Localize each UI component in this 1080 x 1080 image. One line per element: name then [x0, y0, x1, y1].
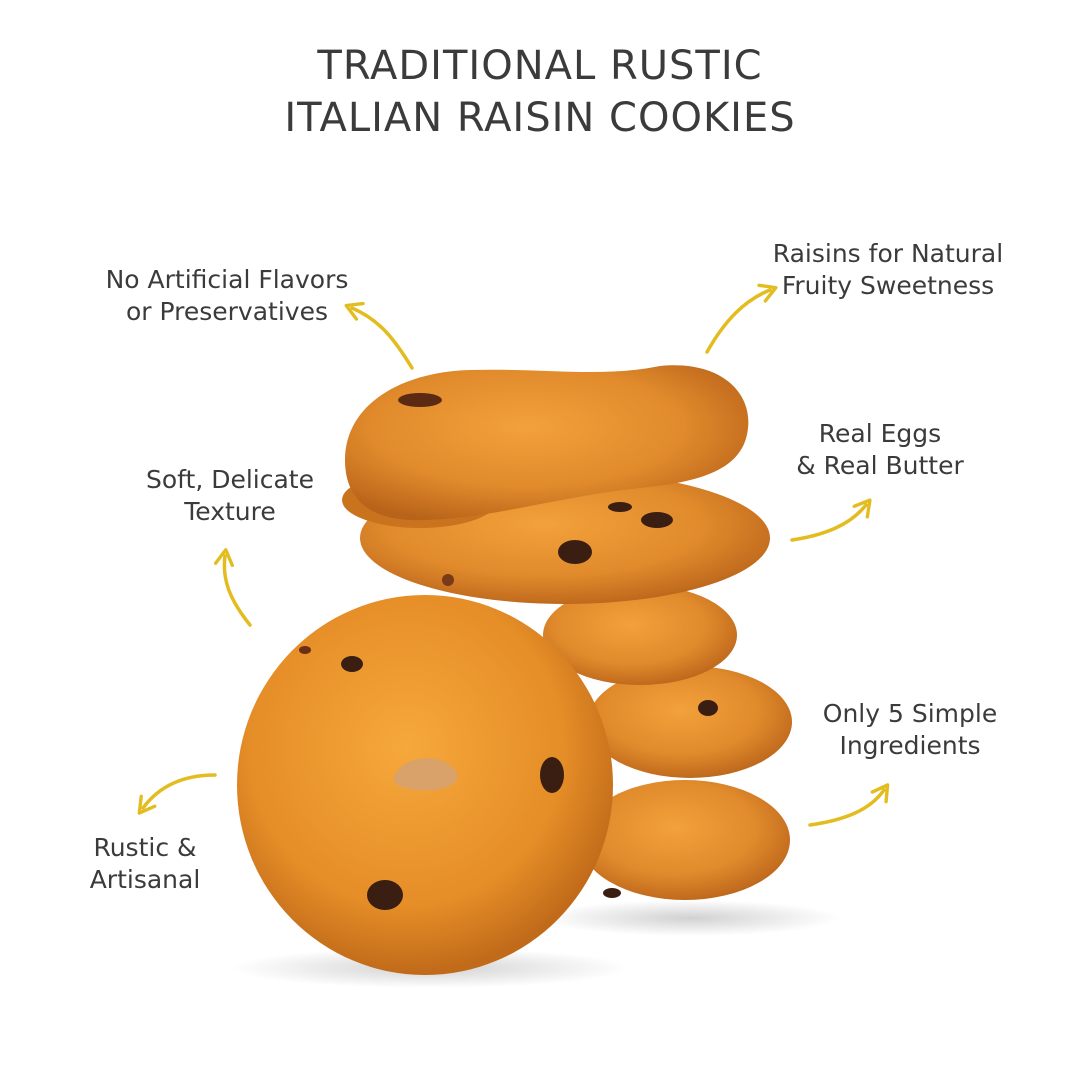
arrow-no-artificial [344, 301, 414, 370]
callout-text: & Real Butter [796, 451, 964, 480]
front-cookie-hole [394, 758, 458, 791]
cookie-stack [342, 365, 792, 900]
raisin [540, 757, 564, 793]
stack-cookie-5 [580, 780, 790, 900]
callout-text: or Preservatives [125, 297, 328, 326]
callout-text: Soft, Delicate [146, 465, 314, 494]
arrow-soft [213, 548, 252, 627]
callout-text: Real Eggs [818, 419, 942, 448]
raisin [341, 656, 363, 672]
raisin [442, 574, 454, 586]
callout-text: No Artificial Flavors [105, 265, 349, 294]
raisin [299, 646, 311, 654]
arrow-rustic [137, 773, 217, 815]
raisin [608, 502, 632, 512]
callout-text: Fruity Sweetness [781, 271, 995, 300]
callout-raisins: Raisins for Natural Fruity Sweetness [768, 238, 1008, 302]
raisin [698, 700, 718, 716]
title-line-2: ITALIAN RAISIN COOKIES [284, 95, 796, 141]
arrow-real-eggs [790, 498, 872, 542]
title-line-1: TRADITIONAL RUSTIC [317, 43, 763, 89]
callout-no-artificial: No Artificial Flavors or Preservatives [92, 264, 362, 328]
callout-text: Artisanal [89, 865, 201, 894]
callout-text: Only 5 Simple [822, 699, 998, 728]
callout-simple: Only 5 Simple Ingredients [800, 698, 1020, 762]
callout-arrows [137, 283, 890, 827]
callout-rustic: Rustic & Artisanal [70, 832, 220, 896]
page-title: TRADITIONAL RUSTIC ITALIAN RAISIN COOKIE… [0, 40, 1080, 144]
raisin [367, 880, 403, 910]
raisin [641, 512, 673, 528]
raisin [558, 540, 592, 564]
callout-soft: Soft, Delicate Texture [120, 464, 340, 528]
stack-cookie-3 [543, 585, 737, 685]
front-cookie [237, 595, 613, 975]
callout-text: Ingredients [839, 731, 981, 760]
callout-text: Rustic & [93, 833, 197, 862]
callout-text: Texture [184, 497, 276, 526]
stack-cookie-4 [588, 666, 792, 778]
callout-text: Raisins for Natural [772, 239, 1004, 268]
ground-shadow [540, 900, 840, 936]
raisin [603, 888, 621, 898]
arrow-simple [808, 783, 890, 827]
stack-cookie-1 [345, 365, 749, 521]
arrow-raisins [705, 283, 778, 354]
raisin [398, 393, 442, 407]
callout-real-eggs: Real Eggs & Real Butter [780, 418, 980, 482]
